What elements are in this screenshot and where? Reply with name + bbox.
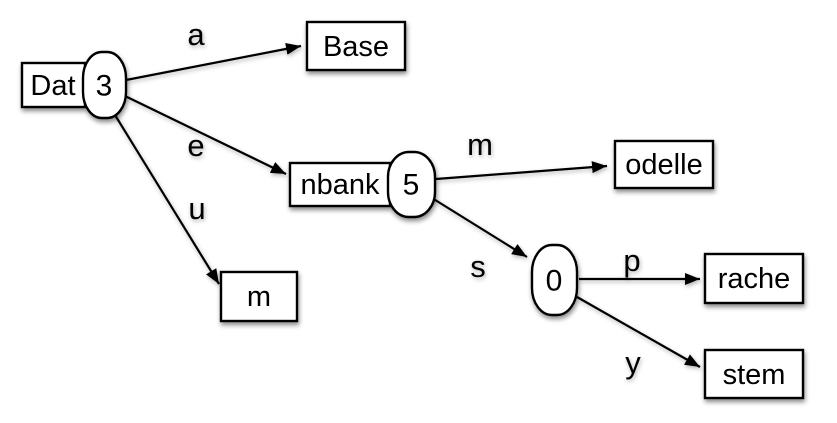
edge-y-label: y: [625, 345, 641, 380]
edge-m-label: m: [467, 127, 493, 162]
edge-p: p: [579, 243, 700, 285]
nbank-count-node: [386, 150, 437, 219]
edge-m: m: [435, 127, 608, 181]
node-odelle: odelle: [613, 139, 715, 190]
edge-a-arrow: [125, 42, 302, 82]
nodes-layer: Dat 3 Base nbank 5 m: [20, 20, 805, 400]
edge-u: u: [114, 114, 220, 285]
node-zero: 0: [530, 243, 579, 317]
dat-box: [20, 61, 87, 109]
edge-e-arrow: [124, 95, 287, 175]
dat-label: Dat: [30, 70, 75, 102]
edge-a-label: a: [187, 17, 205, 52]
node-dat: Dat 3: [20, 50, 128, 120]
edge-e: e: [124, 95, 287, 175]
edge-y: y: [576, 296, 701, 380]
nbank-label: nbank: [300, 169, 380, 201]
node-stem: stem: [703, 348, 805, 400]
edge-e-label: e: [187, 128, 204, 163]
odelle-box: [613, 139, 715, 190]
node-nbank: nbank 5: [288, 150, 437, 219]
rache-box: [703, 252, 805, 305]
edge-s-arrow: [431, 197, 528, 258]
edge-s-label: s: [470, 249, 486, 284]
dat-count-node: [81, 50, 128, 120]
edge-u-label: u: [188, 191, 205, 226]
edge-s: s: [431, 197, 528, 284]
m-box: [219, 270, 299, 323]
edge-u-arrow: [114, 114, 220, 285]
rache-label: rache: [718, 263, 791, 295]
node-rache: rache: [703, 252, 805, 305]
zero-count-node: [530, 243, 579, 317]
edge-p-label: p: [623, 243, 640, 278]
nbank-count-label: 5: [403, 169, 420, 202]
zero-count-label: 0: [546, 265, 563, 298]
node-m: m: [219, 270, 299, 323]
edges-layer: a e u m s p: [114, 17, 701, 380]
stem-label: stem: [723, 359, 786, 391]
edge-a: a: [125, 17, 302, 82]
node-base: Base: [305, 20, 407, 72]
edge-m-arrow: [435, 161, 608, 181]
stem-box: [703, 348, 805, 400]
base-box: [305, 20, 407, 72]
m-label: m: [247, 281, 271, 313]
base-label: Base: [323, 31, 389, 63]
dat-count-label: 3: [96, 70, 113, 103]
edge-y-arrow: [576, 296, 701, 368]
odelle-label: odelle: [625, 149, 702, 181]
